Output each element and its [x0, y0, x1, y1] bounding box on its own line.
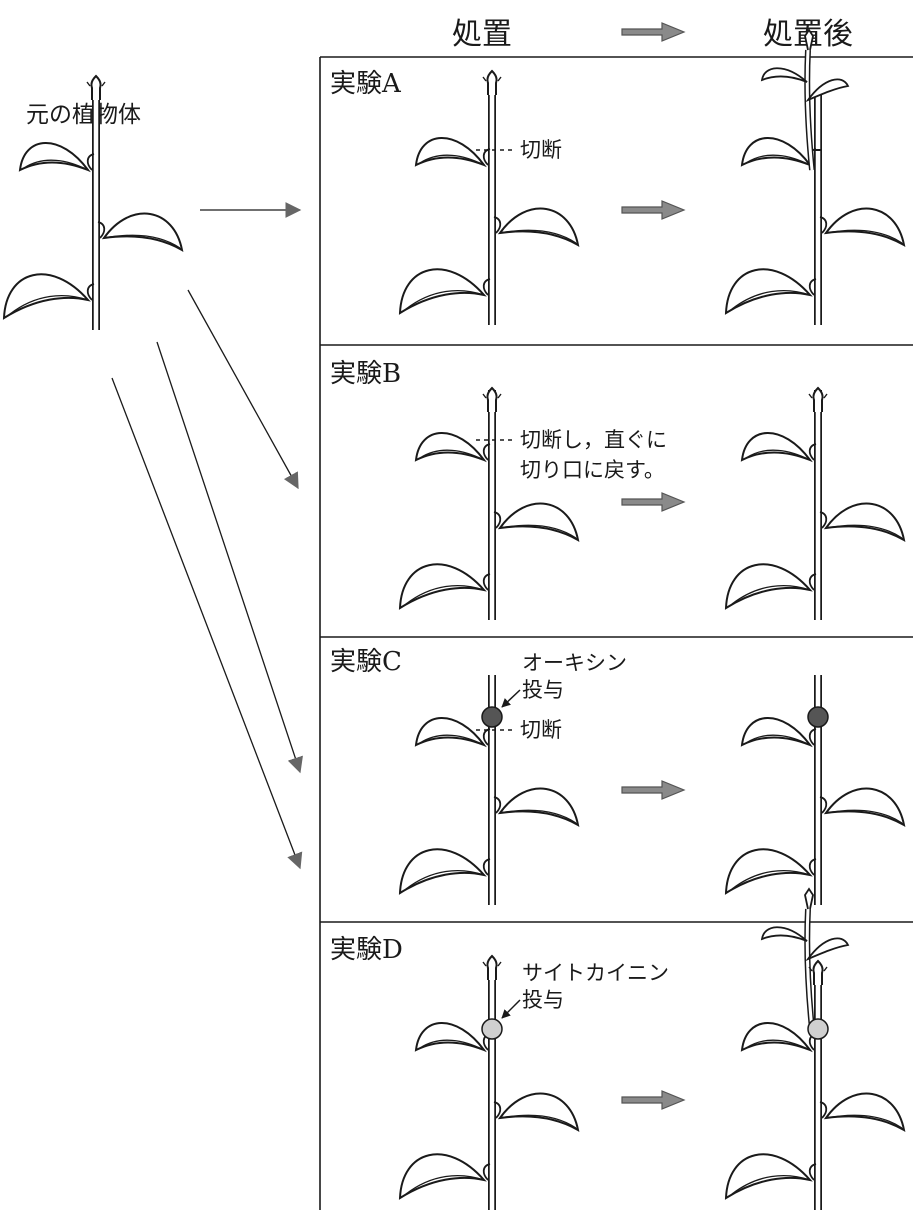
- panel-frame: [319, 56, 913, 1210]
- experiment-b-label-line1: 切断し，直ぐに: [520, 428, 667, 452]
- experiment-a: 実験A 切断: [330, 30, 904, 325]
- experiment-c-arrow-icon: [621, 780, 685, 800]
- experiment-a-result-plant: [726, 30, 904, 325]
- arrows-to-experiments: [111, 202, 303, 870]
- auxin-pointer-icon: [501, 689, 521, 708]
- header-arrow-icon: [621, 22, 685, 42]
- auxin-result-marker: [807, 706, 829, 728]
- experiment-c-applied-line1: オーキシン: [522, 651, 627, 675]
- experiment-b-title: 実験B: [330, 359, 401, 389]
- cytokinin-result-marker: [807, 1018, 829, 1040]
- original-plant-label: 元の植物体: [26, 102, 141, 128]
- experiment-a-label: 切断: [520, 138, 562, 162]
- experiment-c-title: 実験C: [330, 647, 402, 677]
- header-treatment: 処置: [452, 17, 512, 52]
- experiment-c-applied-line2: 投与: [522, 678, 564, 702]
- experiment-d-title: 実験D: [330, 935, 403, 965]
- cytokinin-dose-marker: [481, 1018, 503, 1040]
- experiment-a-title: 実験A: [330, 69, 402, 99]
- experiment-c-cut-label: 切断: [520, 718, 562, 742]
- cytokinin-pointer-icon: [501, 999, 521, 1019]
- experiment-d-applied-line2: 投与: [522, 988, 564, 1012]
- experiment-b: 実験B 切断し，直ぐに 切り口に戻す。: [330, 359, 904, 620]
- auxin-dose-marker: [481, 706, 503, 728]
- experiment-d: 実験D サイトカイニン 投与: [330, 889, 904, 1210]
- experiment-a-arrow-icon: [621, 200, 685, 220]
- experiment-d-arrow-icon: [621, 1090, 685, 1110]
- experiment-c: 実験C オーキシン 投与 切断: [330, 647, 904, 905]
- experiment-b-label-line2: 切り口に戻す。: [520, 458, 665, 482]
- experiment-b-treatment-plant: [400, 388, 578, 620]
- experiment-b-result-plant: [726, 388, 904, 620]
- experiment-a-treatment-plant: [400, 70, 578, 325]
- experiment-b-arrow-icon: [621, 492, 685, 512]
- experiment-d-result-plant: [726, 889, 904, 1210]
- experiment-d-applied-line1: サイトカイニン: [522, 961, 669, 985]
